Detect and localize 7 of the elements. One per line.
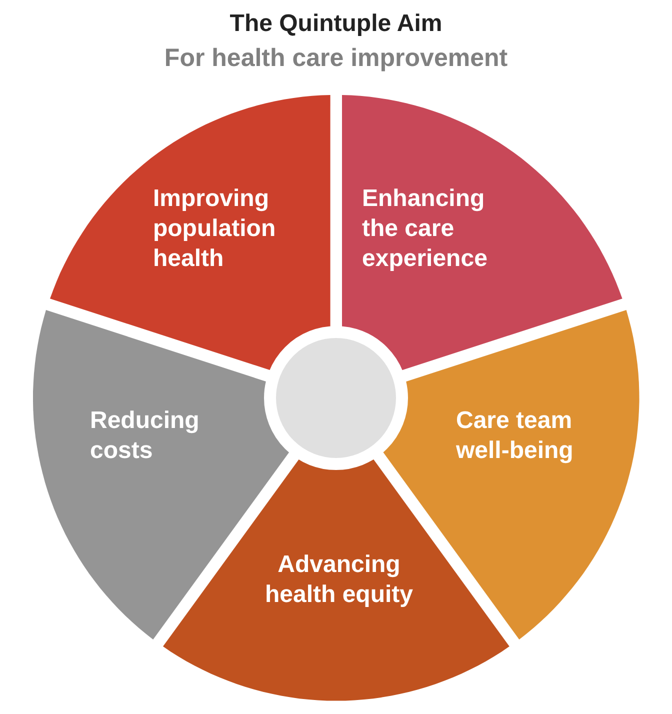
title: The Quintuple Aim (228, 10, 444, 38)
segment-label: Enhancing the care experience (362, 184, 488, 274)
segment-label: Advancing health equity (264, 550, 414, 610)
subtitle: For health care improvement (163, 44, 509, 73)
segment-label: Improving population health (152, 184, 277, 274)
segment-label: Reducing costs (90, 406, 200, 466)
segment-label: Care team well-being (456, 406, 574, 466)
